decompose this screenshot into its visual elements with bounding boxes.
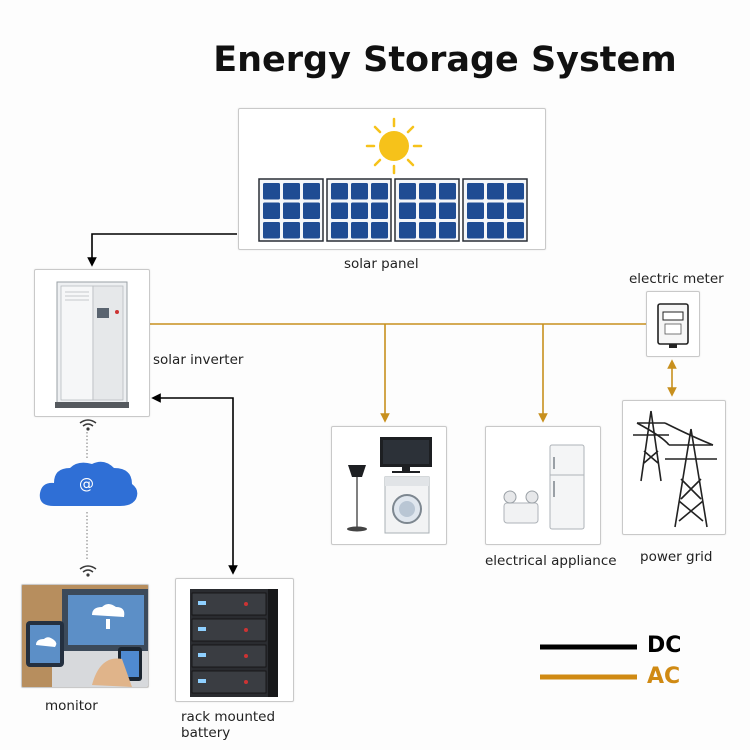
solar-cell bbox=[263, 202, 280, 219]
solar-cell bbox=[283, 183, 300, 200]
solar-cell bbox=[399, 222, 416, 239]
solar-cell bbox=[371, 202, 388, 219]
solar-cell bbox=[507, 183, 524, 200]
solar-cell bbox=[331, 202, 348, 219]
solar-cell bbox=[303, 222, 320, 239]
solar-cell bbox=[331, 222, 348, 239]
transmission-tower-icon bbox=[633, 410, 717, 528]
rack-battery-box bbox=[175, 578, 294, 702]
solar-cell bbox=[487, 183, 504, 200]
solar-cell bbox=[467, 202, 484, 219]
fridge-icon bbox=[549, 444, 585, 530]
page-title: Energy Storage System bbox=[213, 40, 677, 80]
solar-cell bbox=[419, 183, 436, 200]
solar-inverter-label: solar inverter bbox=[153, 352, 244, 368]
dc-line-inverter-battery bbox=[151, 393, 238, 575]
solar-cell bbox=[351, 183, 368, 200]
solar-cell bbox=[467, 183, 484, 200]
solar-cell bbox=[439, 222, 456, 239]
laptop-icon bbox=[22, 585, 148, 687]
solar-panel-label: solar panel bbox=[344, 256, 419, 272]
electric-meter-box bbox=[646, 291, 700, 357]
home-appliances-box bbox=[331, 426, 447, 545]
washing-machine-icon bbox=[384, 476, 430, 534]
solar-cell bbox=[439, 183, 456, 200]
solar-cell bbox=[303, 183, 320, 200]
battery-rack-icon bbox=[190, 589, 278, 697]
electric-meter-label: electric meter bbox=[629, 271, 724, 287]
solar-cell bbox=[487, 202, 504, 219]
wifi-icon bbox=[79, 565, 97, 577]
solar-cell bbox=[263, 222, 280, 239]
solar-cell-icon bbox=[258, 178, 528, 242]
solar-cell bbox=[467, 222, 484, 239]
monitor-label: monitor bbox=[45, 698, 98, 714]
solar-inverter-box bbox=[34, 269, 150, 417]
small-appliance-icon bbox=[503, 490, 539, 524]
rack-battery-label-line1: rack mounted bbox=[181, 709, 276, 725]
solar-cell bbox=[263, 183, 280, 200]
cloud-icon bbox=[39, 461, 138, 506]
cloud-at-symbol: @ bbox=[79, 475, 94, 493]
monitor-image bbox=[21, 584, 149, 688]
solar-cell bbox=[439, 202, 456, 219]
solar-cell bbox=[507, 202, 524, 219]
tv-icon bbox=[380, 437, 432, 473]
solar-cell bbox=[371, 222, 388, 239]
solar-cell bbox=[351, 222, 368, 239]
solar-cell bbox=[351, 202, 368, 219]
electrical-appliance-box bbox=[485, 426, 601, 545]
solar-cell bbox=[419, 222, 436, 239]
solar-panel-box bbox=[238, 108, 546, 250]
legend-ac-label: AC bbox=[647, 664, 681, 689]
solar-cell bbox=[371, 183, 388, 200]
dc-line-panel-inverter bbox=[87, 233, 237, 267]
solar-cell bbox=[331, 183, 348, 200]
solar-panel-illustration bbox=[258, 117, 528, 242]
electrical-appliance-label: electrical appliance bbox=[485, 553, 617, 569]
solar-cell bbox=[399, 202, 416, 219]
meter-icon bbox=[657, 303, 689, 348]
lamp-icon bbox=[347, 465, 367, 532]
solar-cell bbox=[487, 222, 504, 239]
wifi-icon bbox=[79, 419, 97, 431]
solar-cell bbox=[507, 222, 524, 239]
power-grid-box bbox=[622, 400, 726, 535]
inverter-cabinet-icon bbox=[55, 281, 129, 408]
power-grid-label: power grid bbox=[640, 549, 713, 565]
solar-cell bbox=[283, 202, 300, 219]
solar-cell bbox=[399, 183, 416, 200]
rack-battery-label-line2: battery bbox=[181, 725, 231, 741]
sun-icon bbox=[365, 117, 423, 175]
solar-cell bbox=[283, 222, 300, 239]
solar-cell bbox=[303, 202, 320, 219]
solar-cell bbox=[419, 202, 436, 219]
legend-dc-label: DC bbox=[647, 633, 682, 658]
